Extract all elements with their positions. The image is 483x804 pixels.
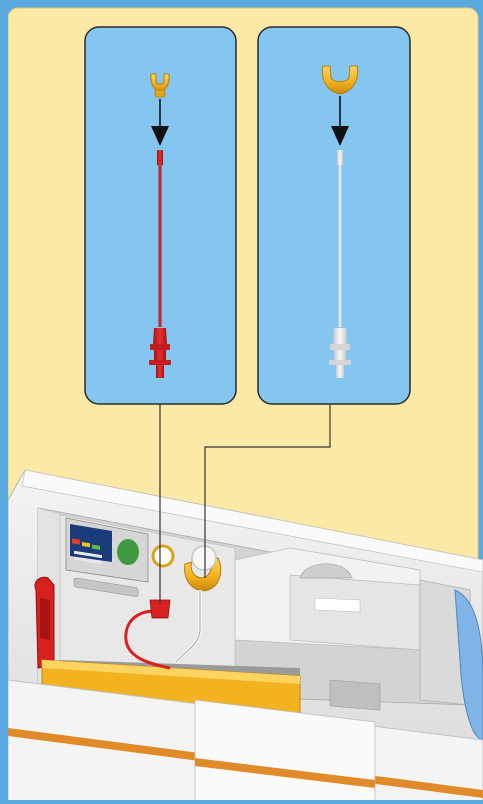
detail-panel-right	[258, 27, 410, 404]
detail-panel-left	[85, 27, 236, 404]
frame-bottom-edge	[0, 800, 483, 804]
red-handle	[35, 577, 54, 668]
frame-left-edge	[0, 0, 8, 804]
